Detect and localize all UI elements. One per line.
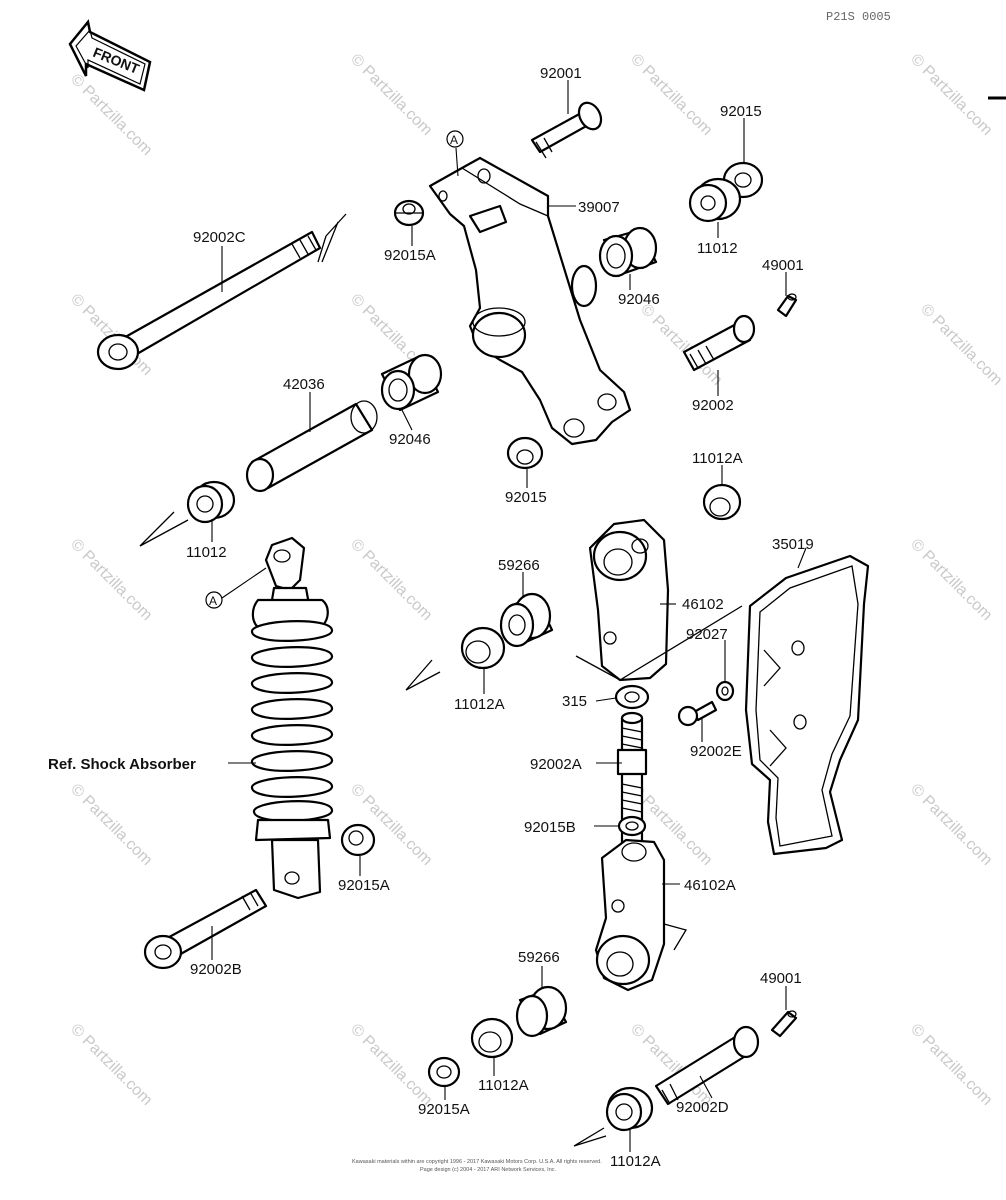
bolt-92002-drawing (682, 314, 756, 372)
cap-11012-top-drawing (688, 177, 742, 223)
callout-a-label: A (209, 594, 217, 608)
part-label-92015A[interactable]: 92015A (418, 1101, 470, 1118)
copyright-line-1: Kawasaki materials within are copyright … (352, 1159, 602, 1165)
sleeve-42036-drawing (245, 400, 378, 493)
cap-11012A-mid-drawing (405, 626, 506, 691)
watermark: © Partzilla.com (347, 51, 435, 139)
link-46102-drawing (575, 518, 743, 682)
part-label-92027[interactable]: 92027 (686, 626, 728, 643)
watermark: © Partzilla.com (67, 536, 155, 624)
part-label-92002E[interactable]: 92002E (690, 743, 742, 760)
copyright-line-2: Page design (c) 2004 - 2017 ARI Network … (420, 1167, 557, 1173)
cap-11012-left-drawing (139, 480, 236, 547)
callout-a-top: A (446, 130, 464, 148)
collar-59266-top-drawing (499, 592, 554, 648)
washer-92027-drawing (715, 680, 735, 702)
washer-92015B-drawing (617, 815, 647, 837)
rocker-arm-39007-drawing (428, 156, 632, 446)
part-label-11012A[interactable]: 11012A (454, 696, 505, 713)
cap-11012A-top-drawing (702, 483, 742, 521)
part-label-11012[interactable]: 11012 (186, 544, 227, 561)
watermark: © Partzilla.com (347, 536, 435, 624)
stud-92002A-drawing (616, 711, 648, 862)
part-label-11012A[interactable]: 11012A (692, 450, 743, 467)
ref-shock-absorber-label[interactable]: Ref. Shock Absorber (48, 756, 196, 773)
part-label-92001[interactable]: 92001 (540, 65, 582, 82)
part-label-11012A[interactable]: 11012A (610, 1153, 661, 1170)
watermark: © Partzilla.com (907, 51, 995, 139)
part-label-39007[interactable]: 39007 (578, 199, 620, 216)
leader-lines (211, 80, 807, 1152)
part-label-46102[interactable]: 46102 (682, 596, 724, 613)
part-label-92015A[interactable]: 92015A (338, 877, 390, 894)
bearing-92046-left-drawing (380, 353, 443, 412)
watermark: © Partzilla.com (907, 1021, 995, 1109)
bolt-92002D-drawing (654, 1025, 760, 1106)
part-label-92046[interactable]: 92046 (389, 431, 431, 448)
part-label-92015A[interactable]: 92015A (384, 247, 436, 264)
collar-59266-bottom-drawing (515, 985, 568, 1038)
watermark: © Partzilla.com (627, 51, 715, 139)
page-code: P21S 0005 (826, 10, 891, 24)
bearing-92046-right-drawing (598, 226, 658, 278)
link-46102A-drawing (594, 838, 687, 992)
part-label-92015B[interactable]: 92015B (524, 819, 576, 836)
cap-11012A-bottom-drawing (470, 1017, 514, 1059)
nut-92015-mid-drawing (506, 436, 544, 470)
part-label-42036[interactable]: 42036 (283, 376, 325, 393)
shock-absorber-drawing (250, 536, 334, 900)
part-label-92046[interactable]: 92046 (618, 291, 660, 308)
grease-fitting-49001-bottom-drawing (770, 1010, 798, 1038)
part-label-92002C[interactable]: 92002C (193, 229, 246, 246)
bolt-92002E-drawing (677, 700, 718, 727)
guard-35019-drawing (744, 554, 870, 856)
nut-92015A-bottom-drawing (427, 1056, 461, 1088)
nut-92015A-top-drawing (393, 199, 425, 227)
part-label-11012[interactable]: 11012 (697, 240, 738, 257)
bolt-92001-drawing (530, 101, 603, 159)
part-label-59266[interactable]: 59266 (498, 557, 540, 574)
part-label-46102A[interactable]: 46102A (684, 877, 736, 894)
watermark: © Partzilla.com (67, 781, 155, 869)
part-label-315[interactable]: 315 (562, 693, 587, 710)
watermark: © Partzilla.com (917, 301, 1005, 389)
spring-coils (250, 620, 334, 822)
part-label-59266[interactable]: 59266 (518, 949, 560, 966)
part-label-92002A[interactable]: 92002A (530, 756, 582, 773)
part-label-92015[interactable]: 92015 (720, 103, 762, 120)
part-label-49001[interactable]: 49001 (760, 970, 802, 987)
washer-315-drawing (614, 684, 650, 710)
part-label-11012A[interactable]: 11012A (478, 1077, 529, 1094)
watermark: © Partzilla.com (67, 1021, 155, 1109)
cap-11012A-bottom-right-drawing (573, 1086, 654, 1147)
grease-fitting-49001-top-drawing (776, 293, 798, 318)
part-label-92015[interactable]: 92015 (505, 489, 547, 506)
nut-92015A-mid-drawing (340, 823, 376, 857)
callout-a-label: A (450, 133, 458, 147)
bolt-92002C-drawing (96, 213, 347, 371)
part-label-35019[interactable]: 35019 (772, 536, 814, 553)
callout-a-shock: A (205, 591, 223, 609)
part-label-92002[interactable]: 92002 (692, 397, 734, 414)
part-label-92002D[interactable]: 92002D (676, 1099, 729, 1116)
part-labels: 92001 92015 39007 92015A 11012 49001 920… (48, 65, 814, 1170)
watermark: © Partzilla.com (907, 536, 995, 624)
watermark: © Partzilla.com (907, 781, 995, 869)
part-label-49001[interactable]: 49001 (762, 257, 804, 274)
bolt-92002B-drawing (143, 888, 268, 970)
part-label-92002B[interactable]: 92002B (190, 961, 242, 978)
watermark: © Partzilla.com (347, 1021, 435, 1109)
